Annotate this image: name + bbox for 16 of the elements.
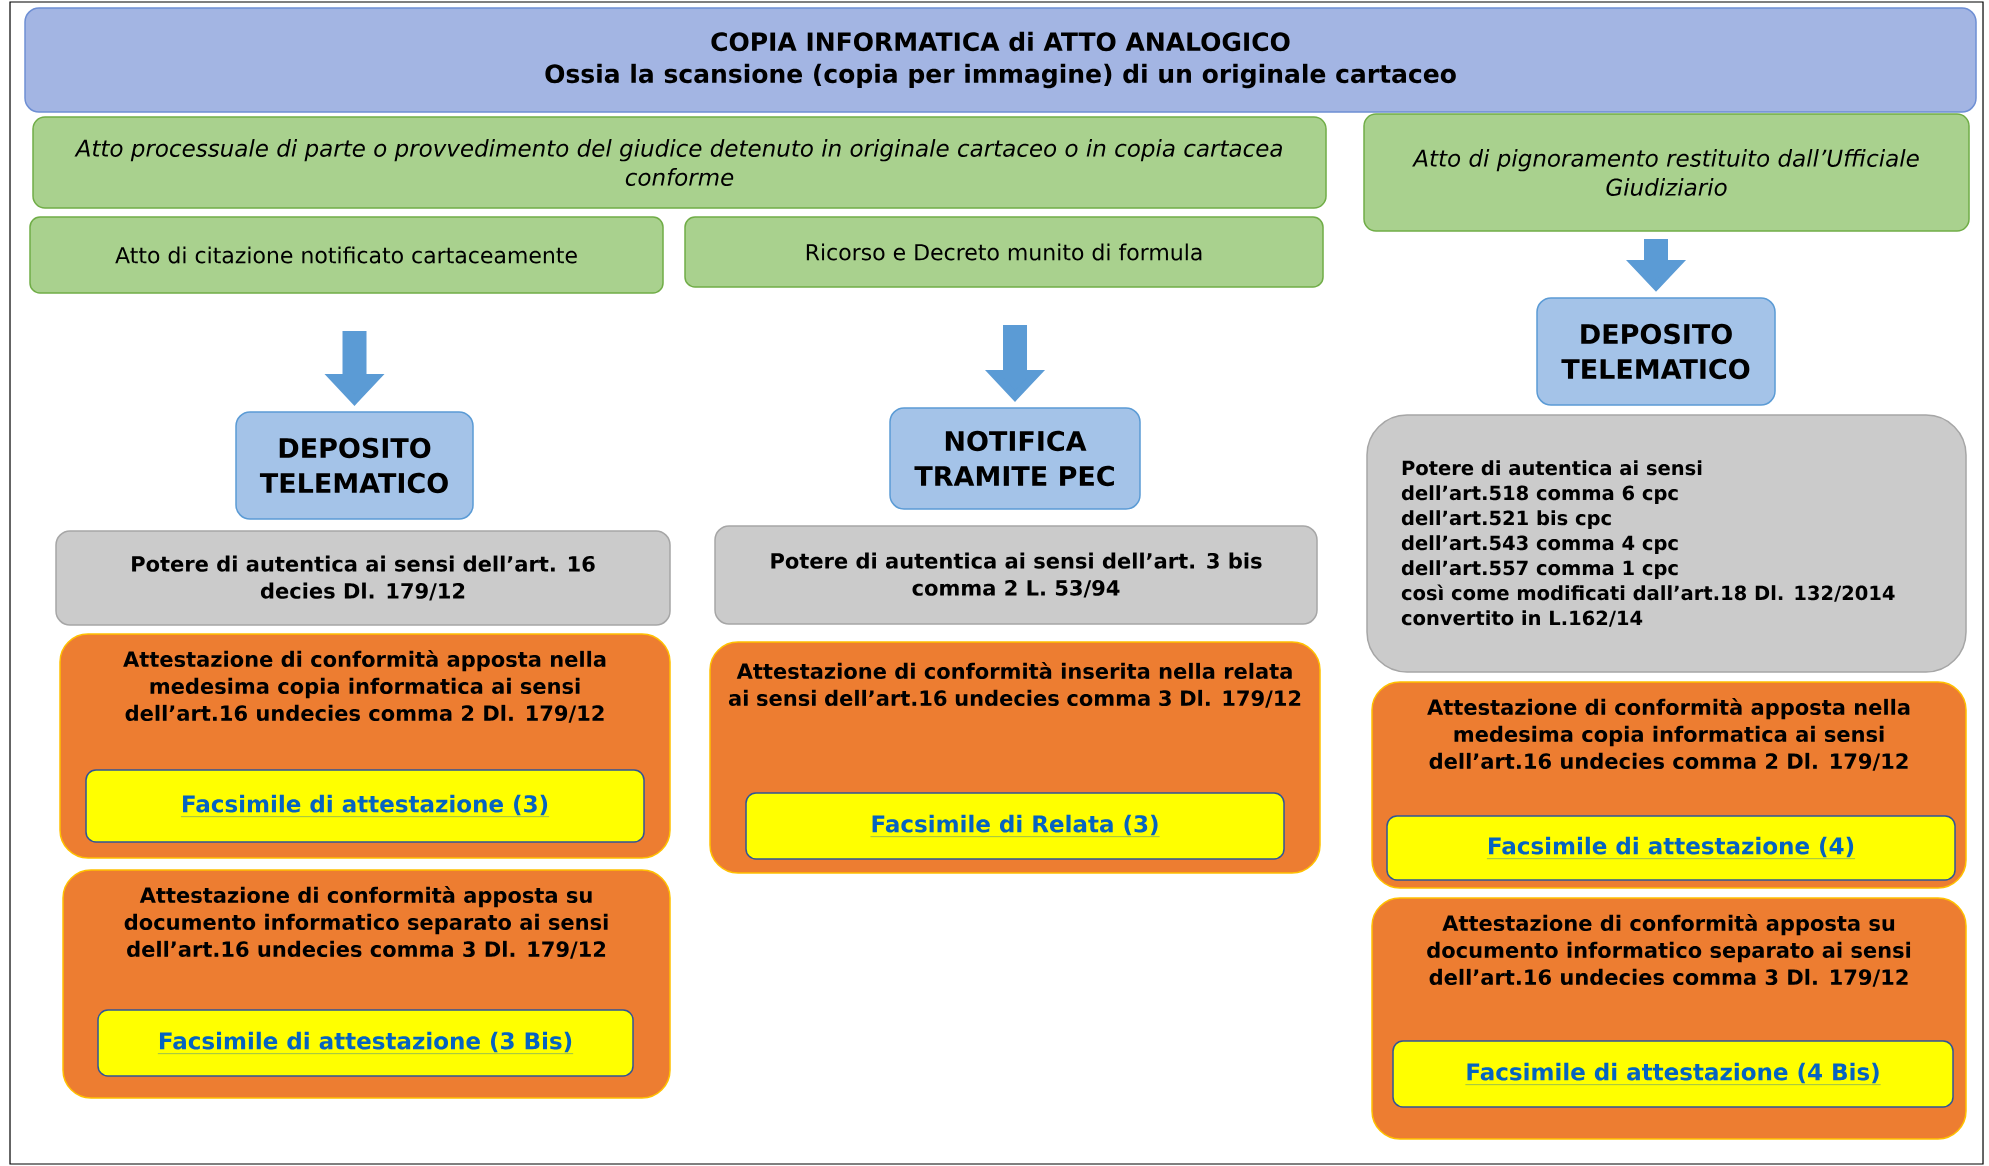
method-box: NOTIFICA TRAMITE PEC [889, 407, 1141, 510]
document-box: Ricorso e Decreto munito di formula [684, 216, 1324, 288]
facsimile-link-button: Facsimile di attestazione (4 Bis) [1392, 1040, 1954, 1108]
title-banner: COPIA INFORMATICA di ATTO ANALOGICO Ossia la scansione (copia per immagine) di un originale cartaceo [24, 7, 1977, 113]
method-box: DEPOSITO TELEMATICO [235, 411, 474, 520]
document-box: Atto processuale di parte o provvedimento del giudice detenuto in originale cartaceo o in copia cartacea conforme [32, 116, 1327, 209]
facsimile-link-button: Facsimile di attestazione (4) [1386, 815, 1956, 881]
authority-box: Potere di autentica ai sensi dell’art.518 comma 6 cpc dell’art.521 bis cpc dell’art.543 comma 4 cpc dell’art.557 comma 1 cpc così come modificati dall’art.18 Dl. 132/2014 convertito in L.162/14 [1366, 414, 1967, 673]
facsimile-link-button: Facsimile di attestazione (3 Bis) [97, 1009, 634, 1077]
facsimile-link-button: Facsimile di attestazione (3) [85, 769, 645, 843]
facsimile-link-button: Facsimile di Relata (3) [745, 792, 1285, 860]
method-box: DEPOSITO TELEMATICO [1536, 297, 1776, 406]
document-box: Atto di pignoramento restituito dall’Ufficiale Giudiziario [1363, 113, 1970, 232]
authority-box: Potere di autentica ai sensi dell’art. 3 bis comma 2 L. 53/94 [714, 525, 1318, 625]
document-box: Atto di citazione notificato cartaceamente [29, 216, 664, 294]
authority-box: Potere di autentica ai sensi dell’art. 16 decies Dl. 179/12 [55, 530, 671, 626]
